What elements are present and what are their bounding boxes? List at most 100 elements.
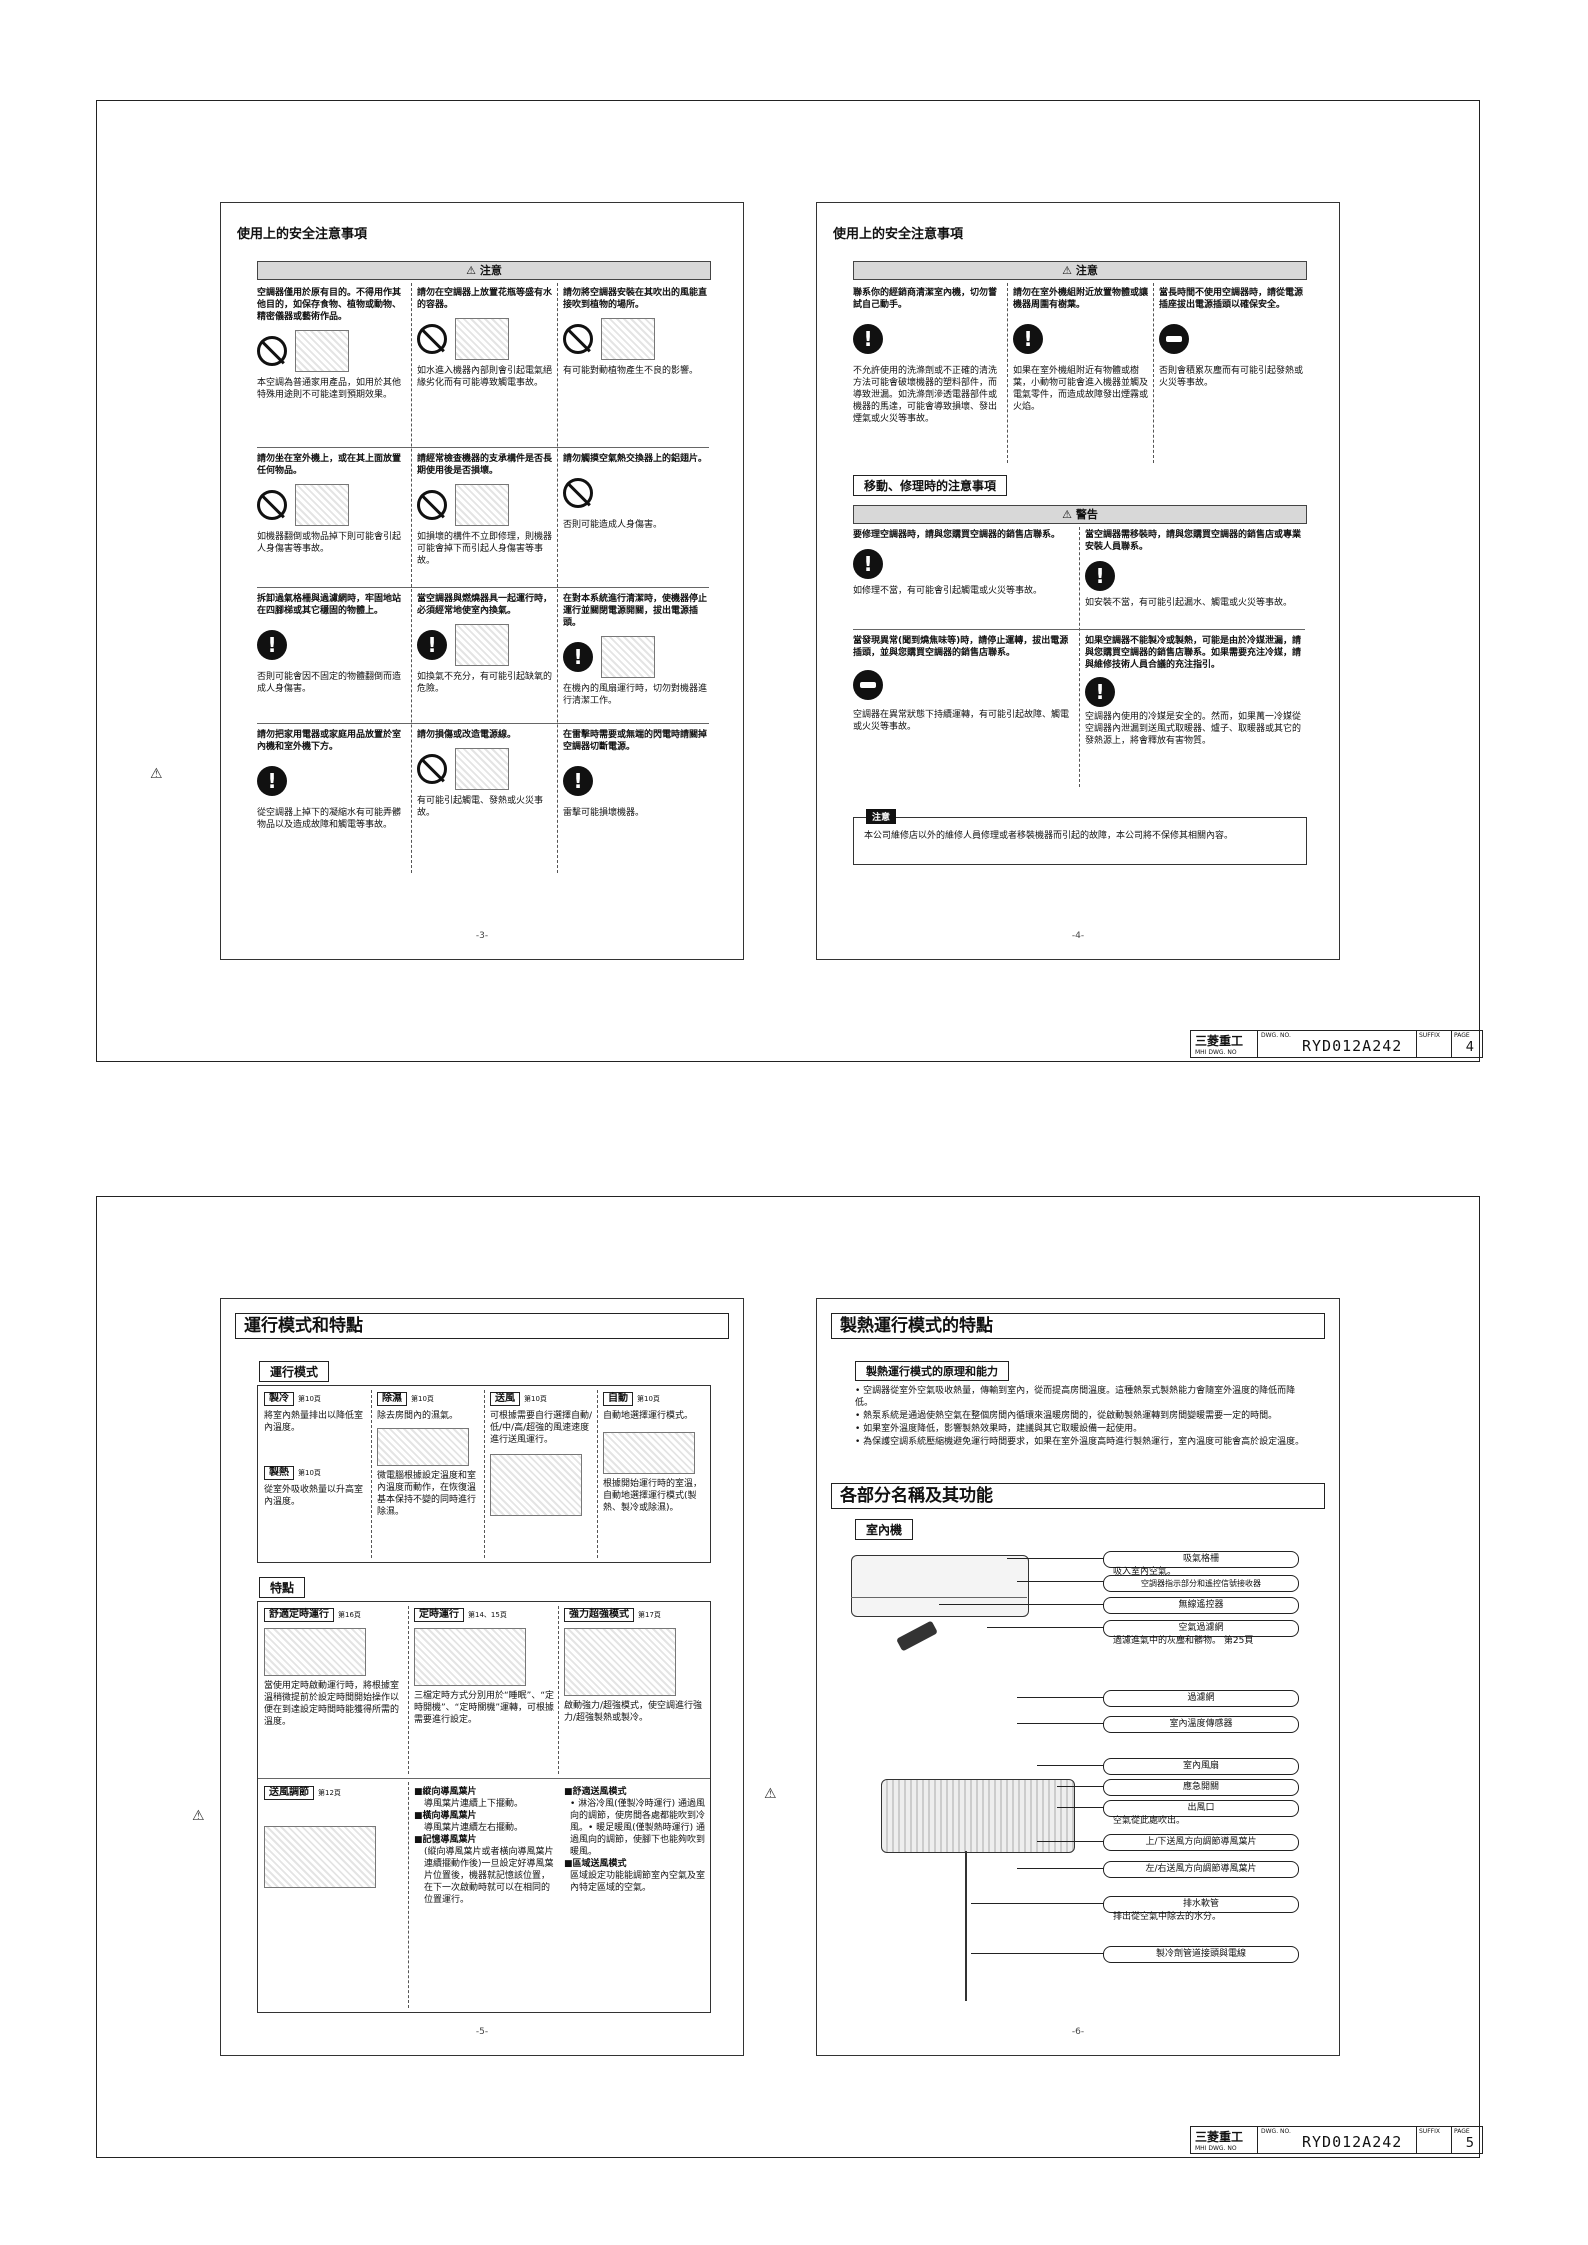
mandatory-icon: ! [1085,561,1115,591]
prohibited-icon [257,336,287,366]
warning-cell: 如果空調器不能製冷或製熱，可能是由於冷媒泄漏，請與您購買空調器的銷售店聯系。如果… [1085,636,1302,746]
caution-cell: 聯系你的經銷商清潔室內機，切勿嘗試自己動手。 ! 不允許使用的洗滌劑或不正確的清… [853,288,998,424]
part-label: 上/下送風方向調節導風葉片 [1103,1834,1299,1851]
warning-triangle-icon: ⚠ [150,766,163,782]
mandatory-icon: ! [563,642,593,672]
caution-cell: 請勿在室外機組附近放置物體或讓機器周圍有樹葉。 ! 如果在室外機組附近有物體或樹… [1013,288,1149,412]
part-label: 空氣過濾網 [1103,1620,1299,1637]
illustration [455,318,509,360]
part-label: 室內風扇 [1103,1758,1299,1775]
caution-cell: 請勿在空調器上放置花瓶等盛有水的容器。 如水進入機器內部則會引起電氣絕緣劣化而有… [417,288,553,388]
section-title: 各部分名稱及其功能 [831,1483,1325,1509]
illustration [295,484,349,526]
page-title: 製熱運行模式的特點 [831,1313,1325,1339]
mandatory-icon: ! [257,630,287,660]
mode-cool: 製冷第10頁 將室內熱量排出以降低室內溫度。 [264,1392,364,1433]
caution-cell: 在對本系統進行清潔時，使機器停止運行並關閉電源開關，拔出電源插頭。 ! 在機內的… [563,594,708,706]
section-heading: 移動、修理時的注意事項 [853,475,1008,496]
page-number: -4- [1071,931,1085,941]
note-box: 注意 本公司維修店以外的維修人員修理或者移裝機器而引起的故障，本公司將不保修其相… [853,809,1307,865]
feature-timer: 定時運行第14、15頁 三檔定時方式分別用於“睡眠”、“定時開機”、“定時關機”… [414,1608,554,1725]
part-label: 製冷劑管道接頭與電線 [1103,1946,1299,1963]
illustration [601,636,655,678]
page-title: 使用上的安全注意事項 [237,227,368,242]
page-number: -3- [475,931,489,941]
caution-cell: 在雷擊時需要或無端的閃電時請關掉空調器切斷電源。 ! 雷擊可能損壞機器。 [563,730,708,818]
mode-heat: 製熱第10頁 從室外吸收熱量以升高室內溫度。 [264,1466,364,1507]
title-block: 三菱重工 MHI DWG. NO DWG. NO. RYD012A242 SUF… [1190,2126,1483,2154]
prohibited-icon [417,490,447,520]
part-label: 吸氣格柵 [1103,1551,1299,1568]
mode-auto: 自動第10頁 自動地選擇運行模式。 根據開始運行時的室溫，自動地選擇運行模式(製… [603,1392,703,1513]
louver-list: ■縱向導風葉片 導風葉片連續上下擺動。 ■橫向導風葉片 導風葉片連續左右擺動。 … [414,1787,554,1905]
caution-cell: 請勿把家用電器或家庭用品放置於室內機和室外機下方。 ! 從空調器上掉下的凝縮水有… [257,730,402,830]
feature-powerful: 強力超強模式第17頁 啟動強力/超強模式，使空調進行強力/超強製熱或製冷。 [564,1608,703,1723]
maker-name: 三菱重工 [1195,2130,1244,2144]
feature-comfort-timer: 舒適定時運行第16頁 當使用定時啟動運行時，將根據室溫稍微提前於設定時間開始操作… [264,1608,400,1727]
prohibited-icon [563,478,593,508]
manual-page-6: 製熱運行模式的特點 製熱運行模式的原理和能力 • 空調器從室外空氣吸收熱量，傳輸… [816,1298,1340,2056]
section-heading: 室內機 [855,1519,914,1540]
part-label: 空調器指示部分和遙控信號接收器 [1103,1575,1299,1592]
illustration [455,484,509,526]
caution-banner: ⚠ 注意 [257,261,711,280]
part-label: 應急開關 [1103,1779,1299,1796]
heating-notes: • 空調器從室外空氣吸收熱量，傳輸到室內，從而提高房間溫度。這種熱泵式製熱能力會… [855,1386,1305,1447]
sheet-page-number: 4 [1465,1040,1474,1055]
remote-control-illustration [896,1620,938,1652]
part-label: 無線遙控器 [1103,1597,1299,1614]
prohibited-icon [257,490,287,520]
mandatory-icon: ! [417,630,447,660]
prohibited-icon [417,324,447,354]
illustration [264,1628,366,1676]
manual-page-5: 運行模式和特點 運行模式 製冷第10頁 將室內熱量排出以降低室內溫度。 製熱第1… [220,1298,744,2056]
title-block: 三菱重工 MHI DWG. NO DWG. NO. RYD012A242 SUF… [1190,1030,1483,1058]
mandatory-icon: ! [563,766,593,796]
mandatory-icon: ! [853,324,883,354]
note-text: 本公司維修店以外的維修人員修理或者移裝機器而引起的故障，本公司將不保修其相關內容… [864,831,1234,841]
section-heading: 製熱運行模式的原理和能力 [855,1361,1009,1381]
caution-cell: 請勿將空調器安裝在其吹出的風能直接吹到植物的場所。 有可能對動植物產生不良的影響… [563,288,708,376]
part-label: 左/右送風方向調節導風葉片 [1103,1861,1299,1878]
illustration [377,1428,469,1466]
illustration [603,1432,695,1474]
caution-banner: ⚠ 注意 [853,261,1307,280]
caution-cell: 請勿損傷或改造電源線。 有可能引起觸電、發熱或火災事故。 [417,730,544,818]
part-label: 室內溫度傳感器 [1103,1716,1299,1733]
illustration [564,1628,676,1696]
warning-triangle-icon: ⚠ [192,1808,205,1824]
note-tag: 注意 [866,809,897,824]
warning-triangle-icon: ⚠ [764,1786,777,1802]
unplug-icon [1159,324,1189,354]
mandatory-icon: ! [853,549,883,579]
mode-fan: 送風第10頁 可根據需要自行選擇自動/低/中/高/超強的風速速度進行送風運行。 [490,1392,594,1516]
illustration [455,748,509,790]
remote-illustration [264,1826,376,1888]
part-label: 出風口 [1103,1800,1299,1817]
caution-cell: 請勿觸摸空氣熱交換器上的鋁翅片。 否則可能造成人身傷害。 [563,454,708,530]
indoor-unit-open-illustration [881,1779,1075,1853]
caution-cell: 拆卸過氣格柵與過濾網時，牢固地站在四腳梯或其它穩固的物體上。 ! 否則可能會因不… [257,594,402,694]
drawing-sheet-1 [96,100,1480,1062]
unplug-icon [853,670,883,700]
drawing-number: RYD012A242 [1302,2133,1403,2151]
caution-cell: 請勿坐在室外機上，或在其上面放置任何物品。 如機器翻倒或物品掉下則可能會引起人身… [257,454,402,554]
features-box: 舒適定時運行第16頁 當使用定時啟動運行時，將根據室溫稍微提前於設定時間開始操作… [257,1601,711,2013]
illustration [490,1454,582,1516]
page-number: -5- [475,2027,489,2037]
caution-cell: 空調器僅用於原有目的。不得用作其他目的，如保存食物、植物或動物、精密儀器或藝術作… [257,288,402,400]
feature-airflow: 送風調節第12頁 [264,1786,404,1888]
warning-cell: 當發現異常(聞到燒焦味等)時，請停止運轉，拔出電源插頭，並與您購買空調器的銷售店… [853,636,1070,732]
part-label: 過濾網 [1103,1690,1299,1707]
modes-box: 製冷第10頁 將室內熱量排出以降低室內溫度。 製熱第10頁 從室外吸收熱量以升高… [257,1385,711,1563]
caution-cell: 請經常檢查機器的支承構件是否長期使用後是否損壞。 如損壞的構件不立即修理，則機器… [417,454,553,566]
warning-banner: ⚠ 警告 [853,505,1307,524]
comfort-list: ■舒適送風模式 • 淋浴冷風(僅製冷時運行) 通過風向的調節，使房間各處都能吹到… [564,1787,706,1893]
caution-cell: 當空調器與燃燒器具一起運行時，必須經常地使室內換氣。 ! 如換氣不充分，有可能引… [417,594,553,694]
mandatory-icon: ! [1085,677,1115,707]
prohibited-icon [563,324,593,354]
caution-cell: 當長時間不使用空調器時，請從電源插座拔出電源插頭以確保安全。 否則會積累灰塵而有… [1159,288,1304,388]
prohibited-icon [417,754,447,784]
warning-cell: 當空調器需移裝時，請與您購買空調器的銷售店或專業安裝人員聯系。 ! 如安裝不當，… [1085,530,1302,608]
drawing-sheet-2 [96,1196,1480,2158]
